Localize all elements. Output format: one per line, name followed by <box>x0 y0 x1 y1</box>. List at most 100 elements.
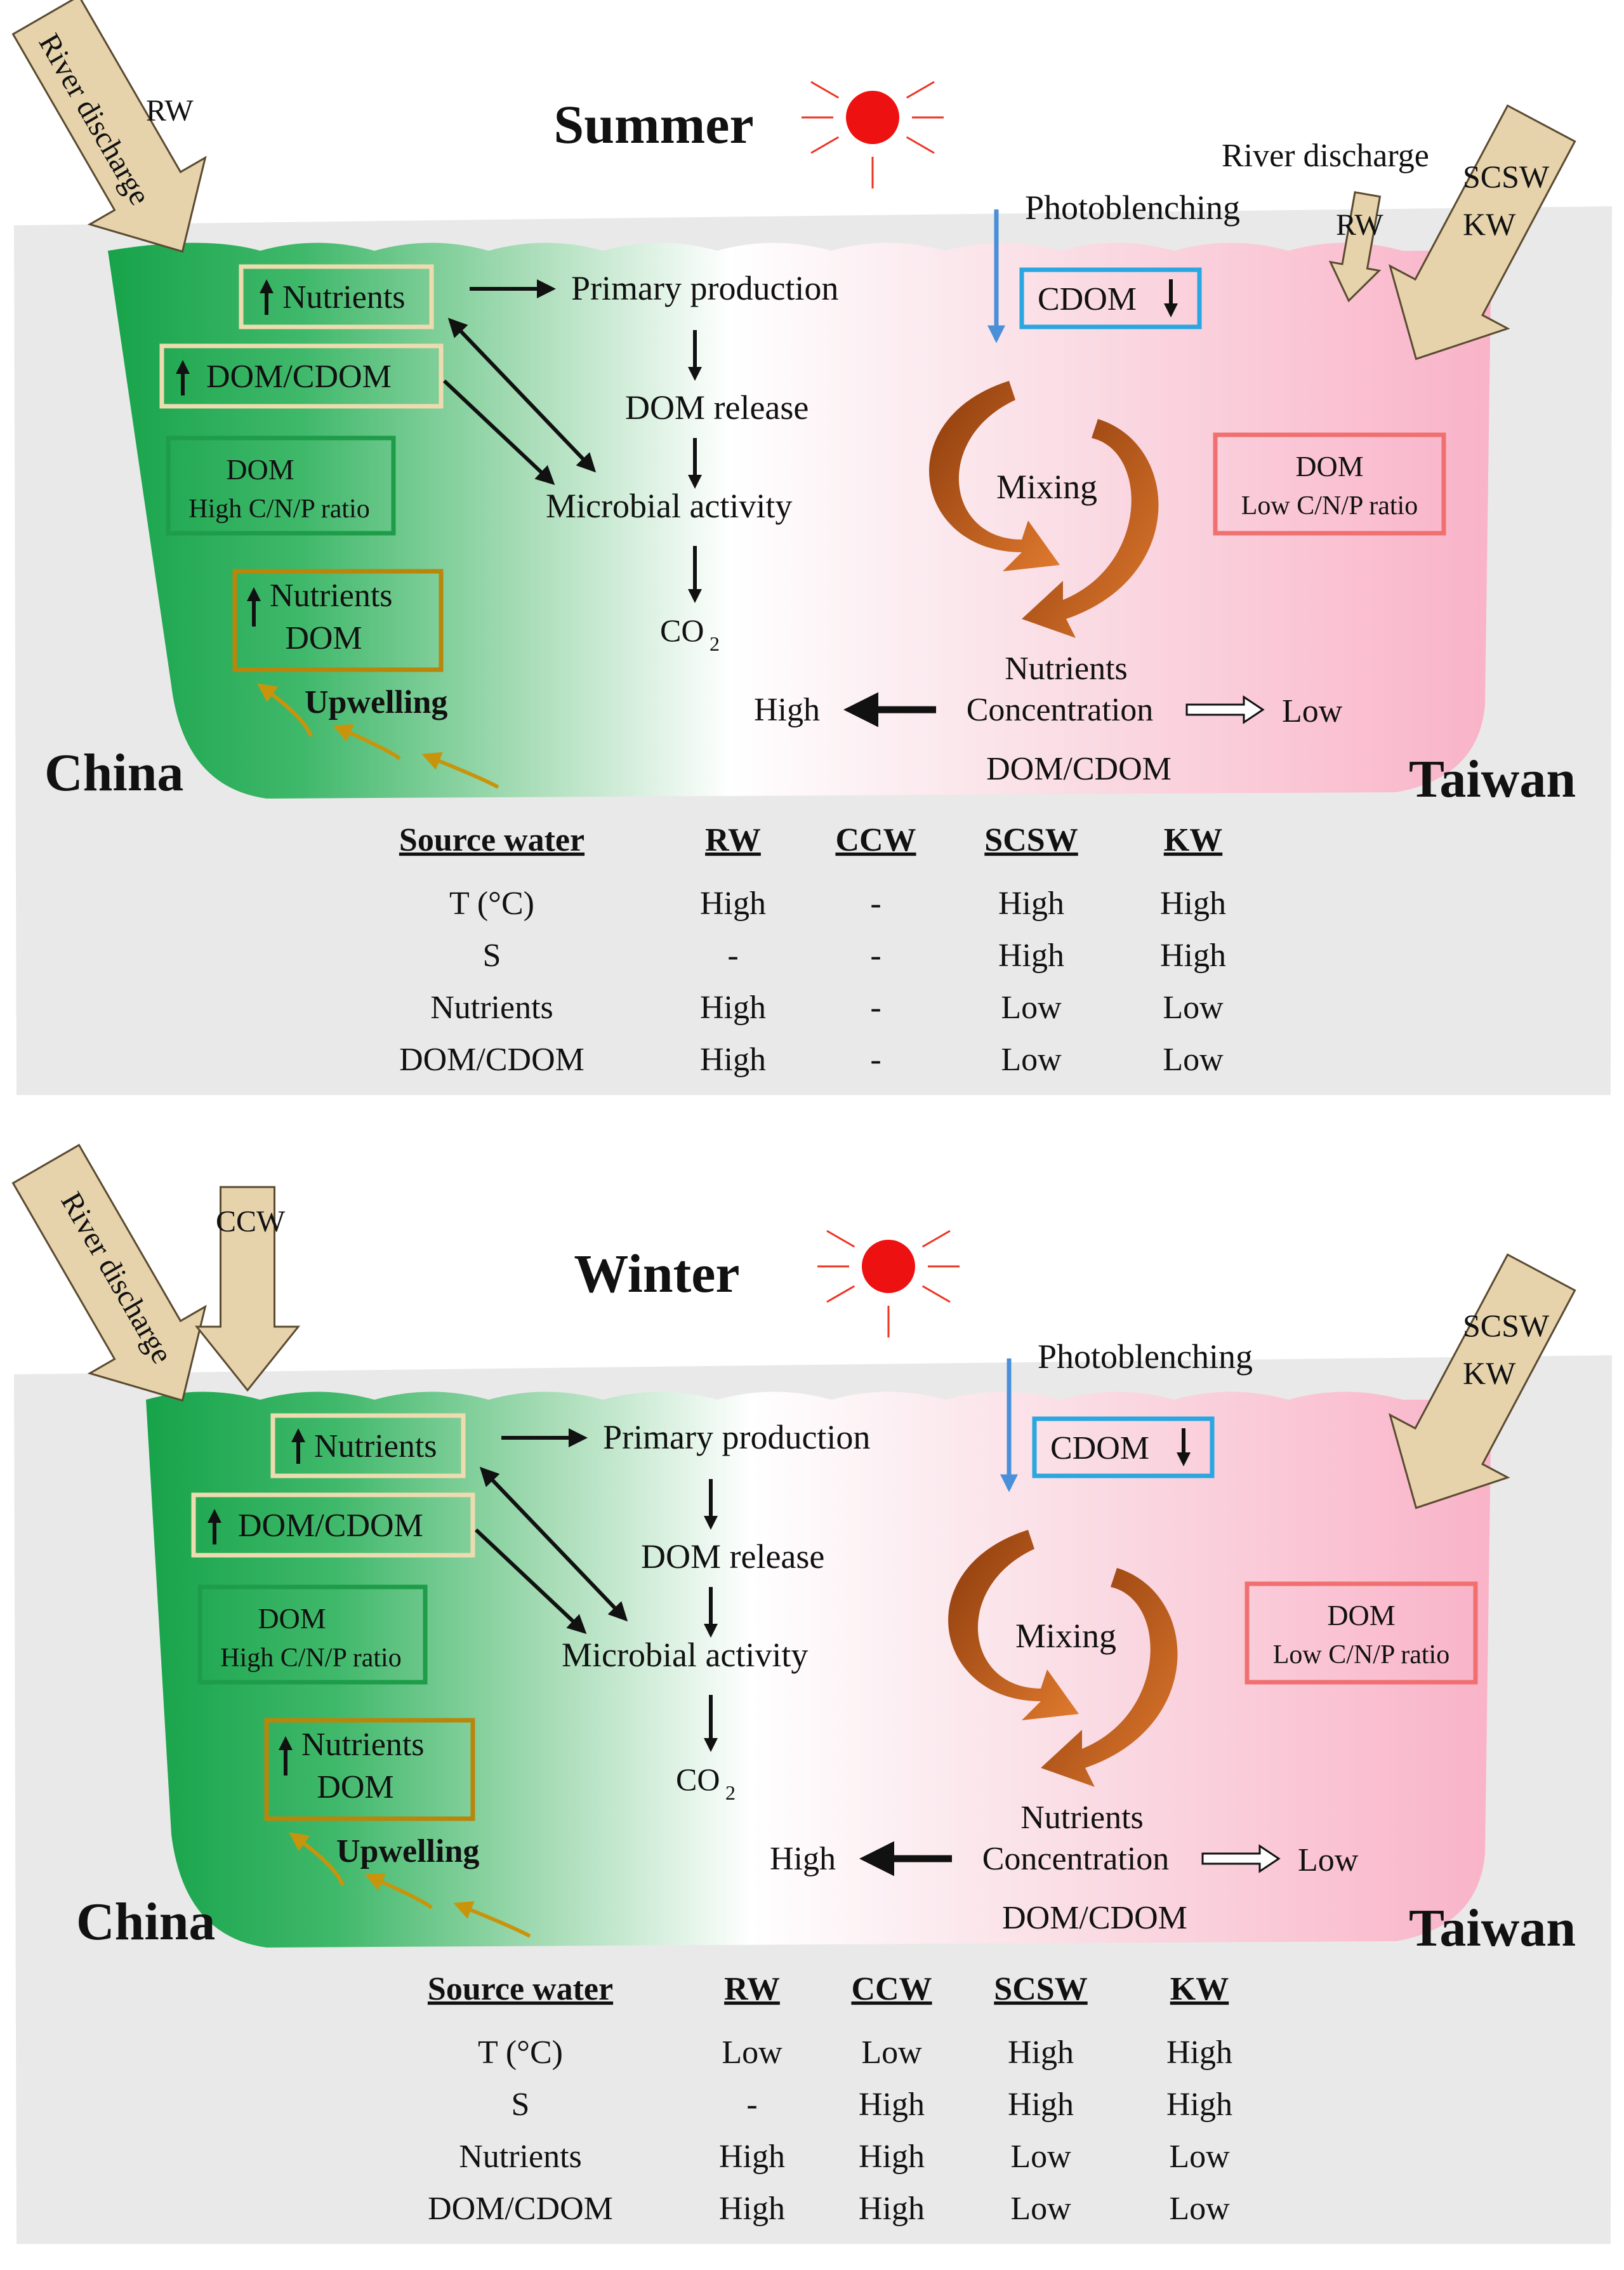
sun-ray <box>810 81 840 99</box>
cdom-box <box>1032 1416 1215 1478</box>
sun-disc <box>846 91 899 144</box>
sun-disc <box>862 1240 915 1293</box>
ccw-arrow <box>194 1186 301 1392</box>
rw-label-left: RW <box>146 94 194 128</box>
dom-high-cnp-box <box>197 1584 428 1685</box>
microbial-activity-label: Microbial activity <box>562 1636 808 1674</box>
mixing-swirl-left <box>948 1530 1079 1720</box>
photobleaching-label: Photoblenching <box>1038 1337 1253 1376</box>
mixing-swirl-right <box>1022 419 1159 638</box>
table-cell: - <box>870 886 881 922</box>
co2-subscript: 2 <box>710 632 720 655</box>
upwelling-arrow <box>364 1873 433 1909</box>
kw-label: KW <box>1463 1355 1516 1391</box>
sun-ray <box>826 1230 855 1248</box>
dom-cdom-label: DOM/CDOM <box>206 359 392 395</box>
upwelling-arrow <box>333 724 401 760</box>
nutrients-gradient-label: Nutrients <box>1005 651 1128 687</box>
table-cell: T (°C) <box>478 2034 563 2071</box>
dom-cdom-box <box>191 1492 475 1558</box>
low-label: Low <box>1298 1842 1359 1878</box>
table-header-rw: RW <box>705 822 761 858</box>
dom-high-label: DOM <box>226 453 294 486</box>
table-cell: High <box>1008 2034 1074 2071</box>
upwelling-arrow <box>453 1901 531 1938</box>
low-label: Low <box>1282 693 1343 729</box>
table-cell: High <box>719 2191 785 2227</box>
cdom-box <box>1019 267 1202 329</box>
low-cnp-ratio-label: Low C/N/P ratio <box>1273 1640 1449 1669</box>
table-cell: High <box>998 886 1064 922</box>
high-cnp-ratio-label: High C/N/P ratio <box>188 494 369 524</box>
kw-label: KW <box>1463 206 1516 242</box>
table-cell: Low <box>1169 2191 1230 2227</box>
table-cell: Low <box>1163 1042 1224 1078</box>
table-cell: Low <box>1169 2139 1230 2175</box>
dom-release-label: DOM release <box>625 388 809 427</box>
dom-cdom-label: DOM/CDOM <box>238 1508 423 1544</box>
primary-production-label: Primary production <box>571 269 838 307</box>
sun-ray <box>810 136 840 154</box>
ccw-label: CCW <box>216 1205 286 1238</box>
low-arrow <box>1185 695 1265 724</box>
sun-ray <box>826 1285 855 1303</box>
upwelling-label: Upwelling <box>305 684 447 720</box>
scsw-kw-arrow <box>1388 104 1576 361</box>
down-arrow-icon <box>688 475 702 489</box>
upwelling-dom-label: DOM <box>285 620 362 656</box>
table-cell: High <box>700 990 766 1026</box>
sun-ray <box>921 1285 951 1303</box>
upwelling-arrow <box>421 752 499 789</box>
table-cell: High <box>859 2087 925 2123</box>
nutrients-box <box>270 1413 466 1478</box>
table-header-kw: KW <box>1170 1971 1229 2007</box>
season-title: Winter <box>574 1243 739 1304</box>
up-arrow-icon <box>291 1428 305 1442</box>
photobleaching-label: Photoblenching <box>1025 189 1240 227</box>
upwelling-arrow <box>257 683 313 738</box>
table-cell: - <box>746 2087 757 2123</box>
table-cell: Low <box>1001 990 1062 1026</box>
table-cell: High <box>859 2139 925 2175</box>
cdom-label: CDOM <box>1038 281 1137 317</box>
table-header-source-water: Source water <box>399 822 584 858</box>
down-arrow-icon <box>704 1624 718 1638</box>
upwelling-box <box>264 1718 475 1821</box>
table-cell: DOM/CDOM <box>399 1042 584 1078</box>
sun-ray <box>906 136 935 154</box>
table-cell: Low <box>1010 2191 1071 2227</box>
table-header-rw: RW <box>724 1971 780 2007</box>
table-cell: High <box>1008 2087 1074 2123</box>
upwelling-arrow <box>289 1832 345 1887</box>
mixing-label: Mixing <box>1015 1617 1116 1655</box>
china-label: China <box>76 1892 215 1951</box>
table-header-scsw: SCSW <box>994 1971 1087 2007</box>
rw-label-right: RW <box>1336 208 1383 242</box>
nutrients-microbial-arrow <box>479 1466 628 1622</box>
upwelling-nutrients-label: Nutrients <box>301 1727 425 1763</box>
table-header-kw: KW <box>1164 822 1222 858</box>
domcdom-gradient-label: DOM/CDOM <box>986 751 1172 787</box>
dom-cdom-box <box>159 343 444 409</box>
dom-low-cnp-box <box>1213 432 1446 536</box>
mixing-swirl-left <box>929 381 1060 571</box>
nutrients-gradient-label: Nutrients <box>1020 1800 1144 1836</box>
cdom-label: CDOM <box>1050 1430 1149 1466</box>
table-cell: S <box>483 938 501 974</box>
dom-low-label: DOM <box>1295 450 1363 482</box>
table-header-ccw: CCW <box>835 822 916 858</box>
down-arrow-icon <box>688 589 702 603</box>
sun-icon <box>802 81 944 189</box>
table-cell: High <box>998 938 1064 974</box>
mixing-label: Mixing <box>996 468 1097 506</box>
low-arrow <box>1201 1844 1281 1873</box>
nutrients-label: Nutrients <box>282 279 406 315</box>
scsw-label: SCSW <box>1463 1308 1550 1343</box>
co2-subscript: 2 <box>725 1781 736 1804</box>
down-arrow-icon <box>688 367 702 381</box>
microbial-activity-label: Microbial activity <box>546 487 792 525</box>
table-cell: - <box>727 938 738 974</box>
